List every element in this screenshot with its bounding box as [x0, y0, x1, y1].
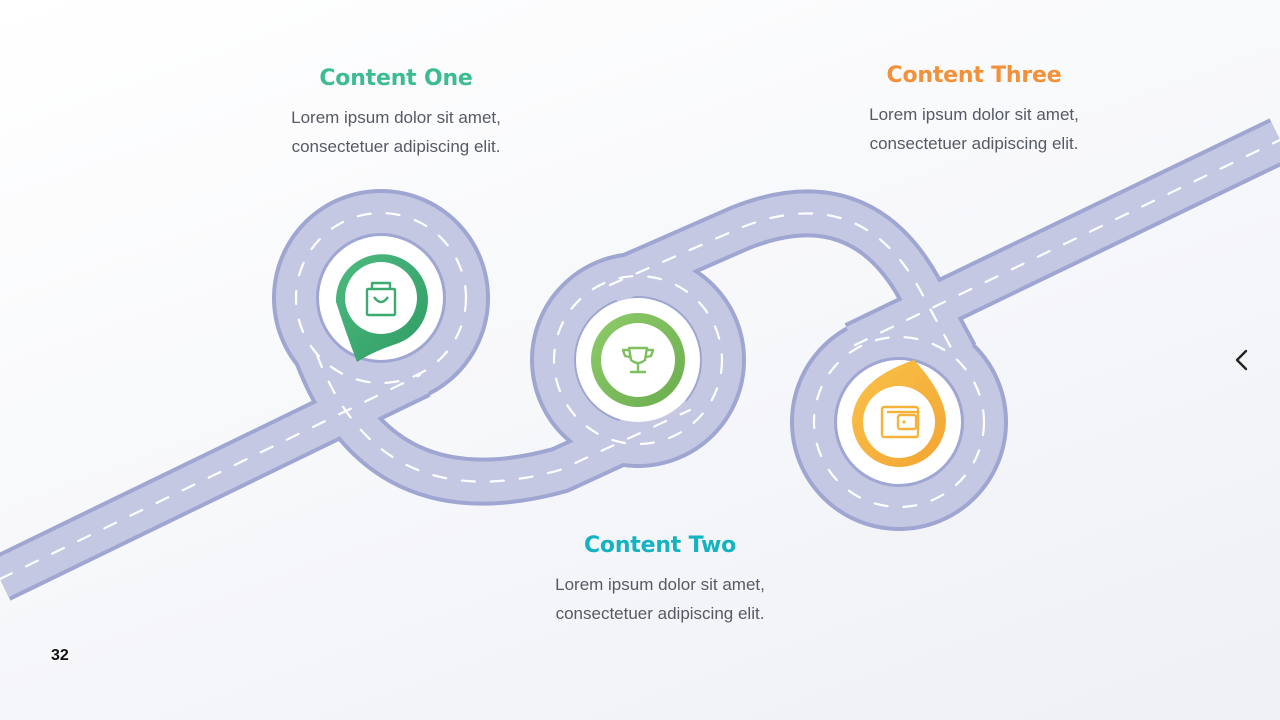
content-one-line1: Lorem ipsum dolor sit amet, — [291, 108, 501, 127]
content-two-body: Lorem ipsum dolor sit amet, consectetuer… — [510, 570, 810, 628]
content-one-title: Content One — [319, 66, 473, 91]
content-three-line1: Lorem ipsum dolor sit amet, — [869, 105, 1079, 124]
content-three-block: Content Three Lorem ipsum dolor sit amet… — [824, 63, 1124, 158]
page-number: 32 — [51, 647, 69, 664]
shopping-bag-icon — [365, 281, 397, 317]
content-one-body: Lorem ipsum dolor sit amet, consectetuer… — [246, 103, 546, 161]
content-three-line2: consectetuer adipiscing elit. — [869, 134, 1079, 153]
content-two-line1: Lorem ipsum dolor sit amet, — [555, 575, 765, 594]
content-two-line2: consectetuer adipiscing elit. — [555, 604, 765, 623]
chevron-left-icon — [1235, 349, 1248, 371]
previous-slide-button[interactable] — [1230, 346, 1254, 374]
content-one-line2: consectetuer adipiscing elit. — [291, 137, 501, 156]
wallet-icon — [880, 405, 920, 439]
content-two-block: Content Two Lorem ipsum dolor sit amet, … — [510, 533, 810, 628]
content-one-block: Content One Lorem ipsum dolor sit amet, … — [246, 66, 546, 161]
road-main — [0, 118, 1280, 601]
pin-content-three — [837, 360, 961, 484]
content-three-body: Lorem ipsum dolor sit amet, consectetuer… — [824, 100, 1124, 158]
trophy-icon — [621, 346, 655, 374]
content-two-title: Content Two — [583, 533, 737, 558]
pin-content-one — [319, 236, 443, 362]
pin-content-two — [576, 298, 700, 422]
content-three-title: Content Three — [886, 63, 1062, 88]
